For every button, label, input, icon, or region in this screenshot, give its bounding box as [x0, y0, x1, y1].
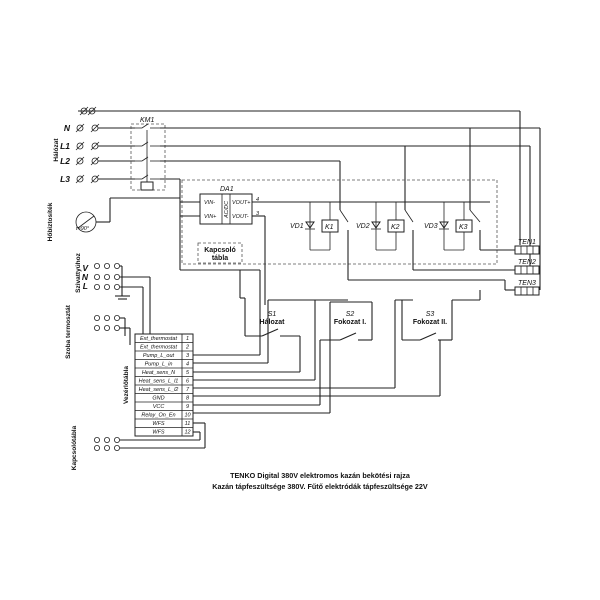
terminal-n-label: N [64, 123, 71, 133]
control-table-pin: 4 [186, 362, 189, 368]
coil-k3-label: K3 [459, 224, 468, 231]
control-table-signal: Heat_sens_L_l1 [139, 379, 179, 385]
control-table-signal: VCC [153, 404, 165, 410]
contactor-label: KM1 [140, 117, 155, 124]
control-table-signal: Ext_thermostat [140, 345, 177, 351]
pump-l-label: L [83, 281, 88, 291]
pin-4-label: 4 [256, 197, 259, 203]
switch-s2-label: Fokozat I. [334, 319, 366, 326]
contactor-km1: KM1 [130, 117, 166, 191]
heater-ten3-label: TEN3 [518, 280, 536, 287]
control-table-pin: 9 [186, 404, 189, 410]
control-table-pin: 7 [186, 387, 190, 393]
switch-board-line1: Kapcsoló [204, 247, 236, 254]
switch-board-box [197, 242, 243, 264]
switch-s1: S1 Hálozat [240, 297, 300, 337]
control-table-signal: Pump_L_in [145, 362, 173, 368]
label-vezerlo: Vezérlőtábla [123, 366, 130, 404]
control-table-signal: Relay_On_En [141, 413, 175, 419]
control-table-pin: 2 [185, 345, 189, 351]
coil-k2-label: K2 [391, 224, 400, 231]
acdc-label: AC/DC [224, 201, 230, 219]
switch-s3-id: S3 [426, 311, 435, 318]
control-table-signal: Ext_thermostat [140, 336, 177, 342]
relay-2: VD2 K2 [356, 202, 414, 270]
switch-s3: S3 Fokozat II. [401, 300, 453, 341]
thermal-fuse: t=90° [75, 197, 180, 233]
terminal-l1-label: L1 [60, 141, 70, 151]
coil-k1-label: K1 [325, 224, 334, 231]
control-table-signal: Pump_L_out [143, 353, 175, 359]
control-table-pin: 11 [185, 421, 191, 427]
control-table-signal: GND [152, 396, 164, 402]
switchboard-terminals [94, 436, 121, 451]
control-table-signal: Heat_sens_L_l2 [139, 387, 179, 393]
pin-3-label: 3 [256, 211, 260, 217]
module-da1-label: DA1 [220, 186, 234, 193]
vout-plus-label: VOUT+ [232, 200, 251, 206]
control-table-pin: 10 [184, 413, 191, 419]
switch-s2: S2 Fokozat I. [320, 301, 373, 341]
terminal-l3-label: L3 [60, 174, 70, 184]
vin-plus-label: VIN+ [204, 214, 217, 220]
label-halozat: Hálózat [53, 138, 60, 162]
pump-terminals: V N L [82, 262, 121, 291]
switch-s3-label: Fokozat II. [413, 319, 447, 326]
control-table-pin: 12 [184, 430, 190, 436]
heater-ten1-label: TEN1 [518, 239, 536, 246]
control-table-pin: 3 [186, 353, 190, 359]
control-table-pin: 1 [186, 336, 189, 342]
switch-board-line2: tábla [212, 255, 228, 262]
terminal-l2-label: L2 [60, 156, 70, 166]
control-table-pin: 8 [186, 396, 190, 402]
control-board-outline [181, 179, 498, 265]
heater-ten2: TEN2 [514, 259, 540, 275]
heater-ten2-label: TEN2 [518, 259, 536, 266]
label-szoba-text: Szoba termosztát [65, 304, 72, 359]
diode-vd2-label: VD2 [356, 223, 370, 230]
relay-3: VD3 K3 [424, 202, 481, 251]
label-szoba: Szoba termosztát [65, 304, 72, 359]
switch-s1-label: Hálozat [260, 319, 286, 326]
control-table-signal: Heat_sens_N [142, 370, 175, 376]
pump-v-label: V [82, 263, 89, 273]
vin-minus-label: VIN- [204, 200, 215, 206]
thermostat-terminals [94, 314, 121, 331]
diode-vd1-label: VD1 [290, 223, 304, 230]
diode-vd3-label: VD3 [424, 223, 438, 230]
label-kapcsolo: Kapcsolótábla [71, 425, 78, 470]
caption-line2: Kazán tápfeszültsége 380V. Fűtő elektród… [212, 482, 428, 491]
heater-ten3: TEN3 [514, 280, 540, 296]
vout-minus-label: VOUT- [232, 214, 249, 220]
label-szivattyu: Szivattyúhoz [75, 252, 82, 292]
caption-line1: TENKO Digital 380V elektromos kazán bekö… [230, 471, 411, 480]
relay-1: VD1 K1 [290, 202, 349, 280]
pump-n-label: N [82, 272, 89, 282]
control-table-signal: WFS [152, 421, 165, 427]
switch-s2-id: S2 [346, 311, 355, 318]
heater-ten1: TEN1 [514, 239, 540, 255]
control-table-pin: 5 [186, 370, 190, 376]
mains-terminals: N L1 L2 L3 [60, 106, 100, 184]
module-da1: DA1 VIN- VIN+ AC/DC VOUT+ VOUT- 4 3 [199, 186, 260, 225]
control-table-signal: WFS [152, 430, 165, 436]
label-homerseklet: Hőbiztosíték [47, 202, 54, 241]
control-table-pin: 6 [186, 379, 190, 385]
switch-s1-id: S1 [268, 311, 277, 318]
fuse-temperature-label: t=90° [76, 226, 90, 232]
